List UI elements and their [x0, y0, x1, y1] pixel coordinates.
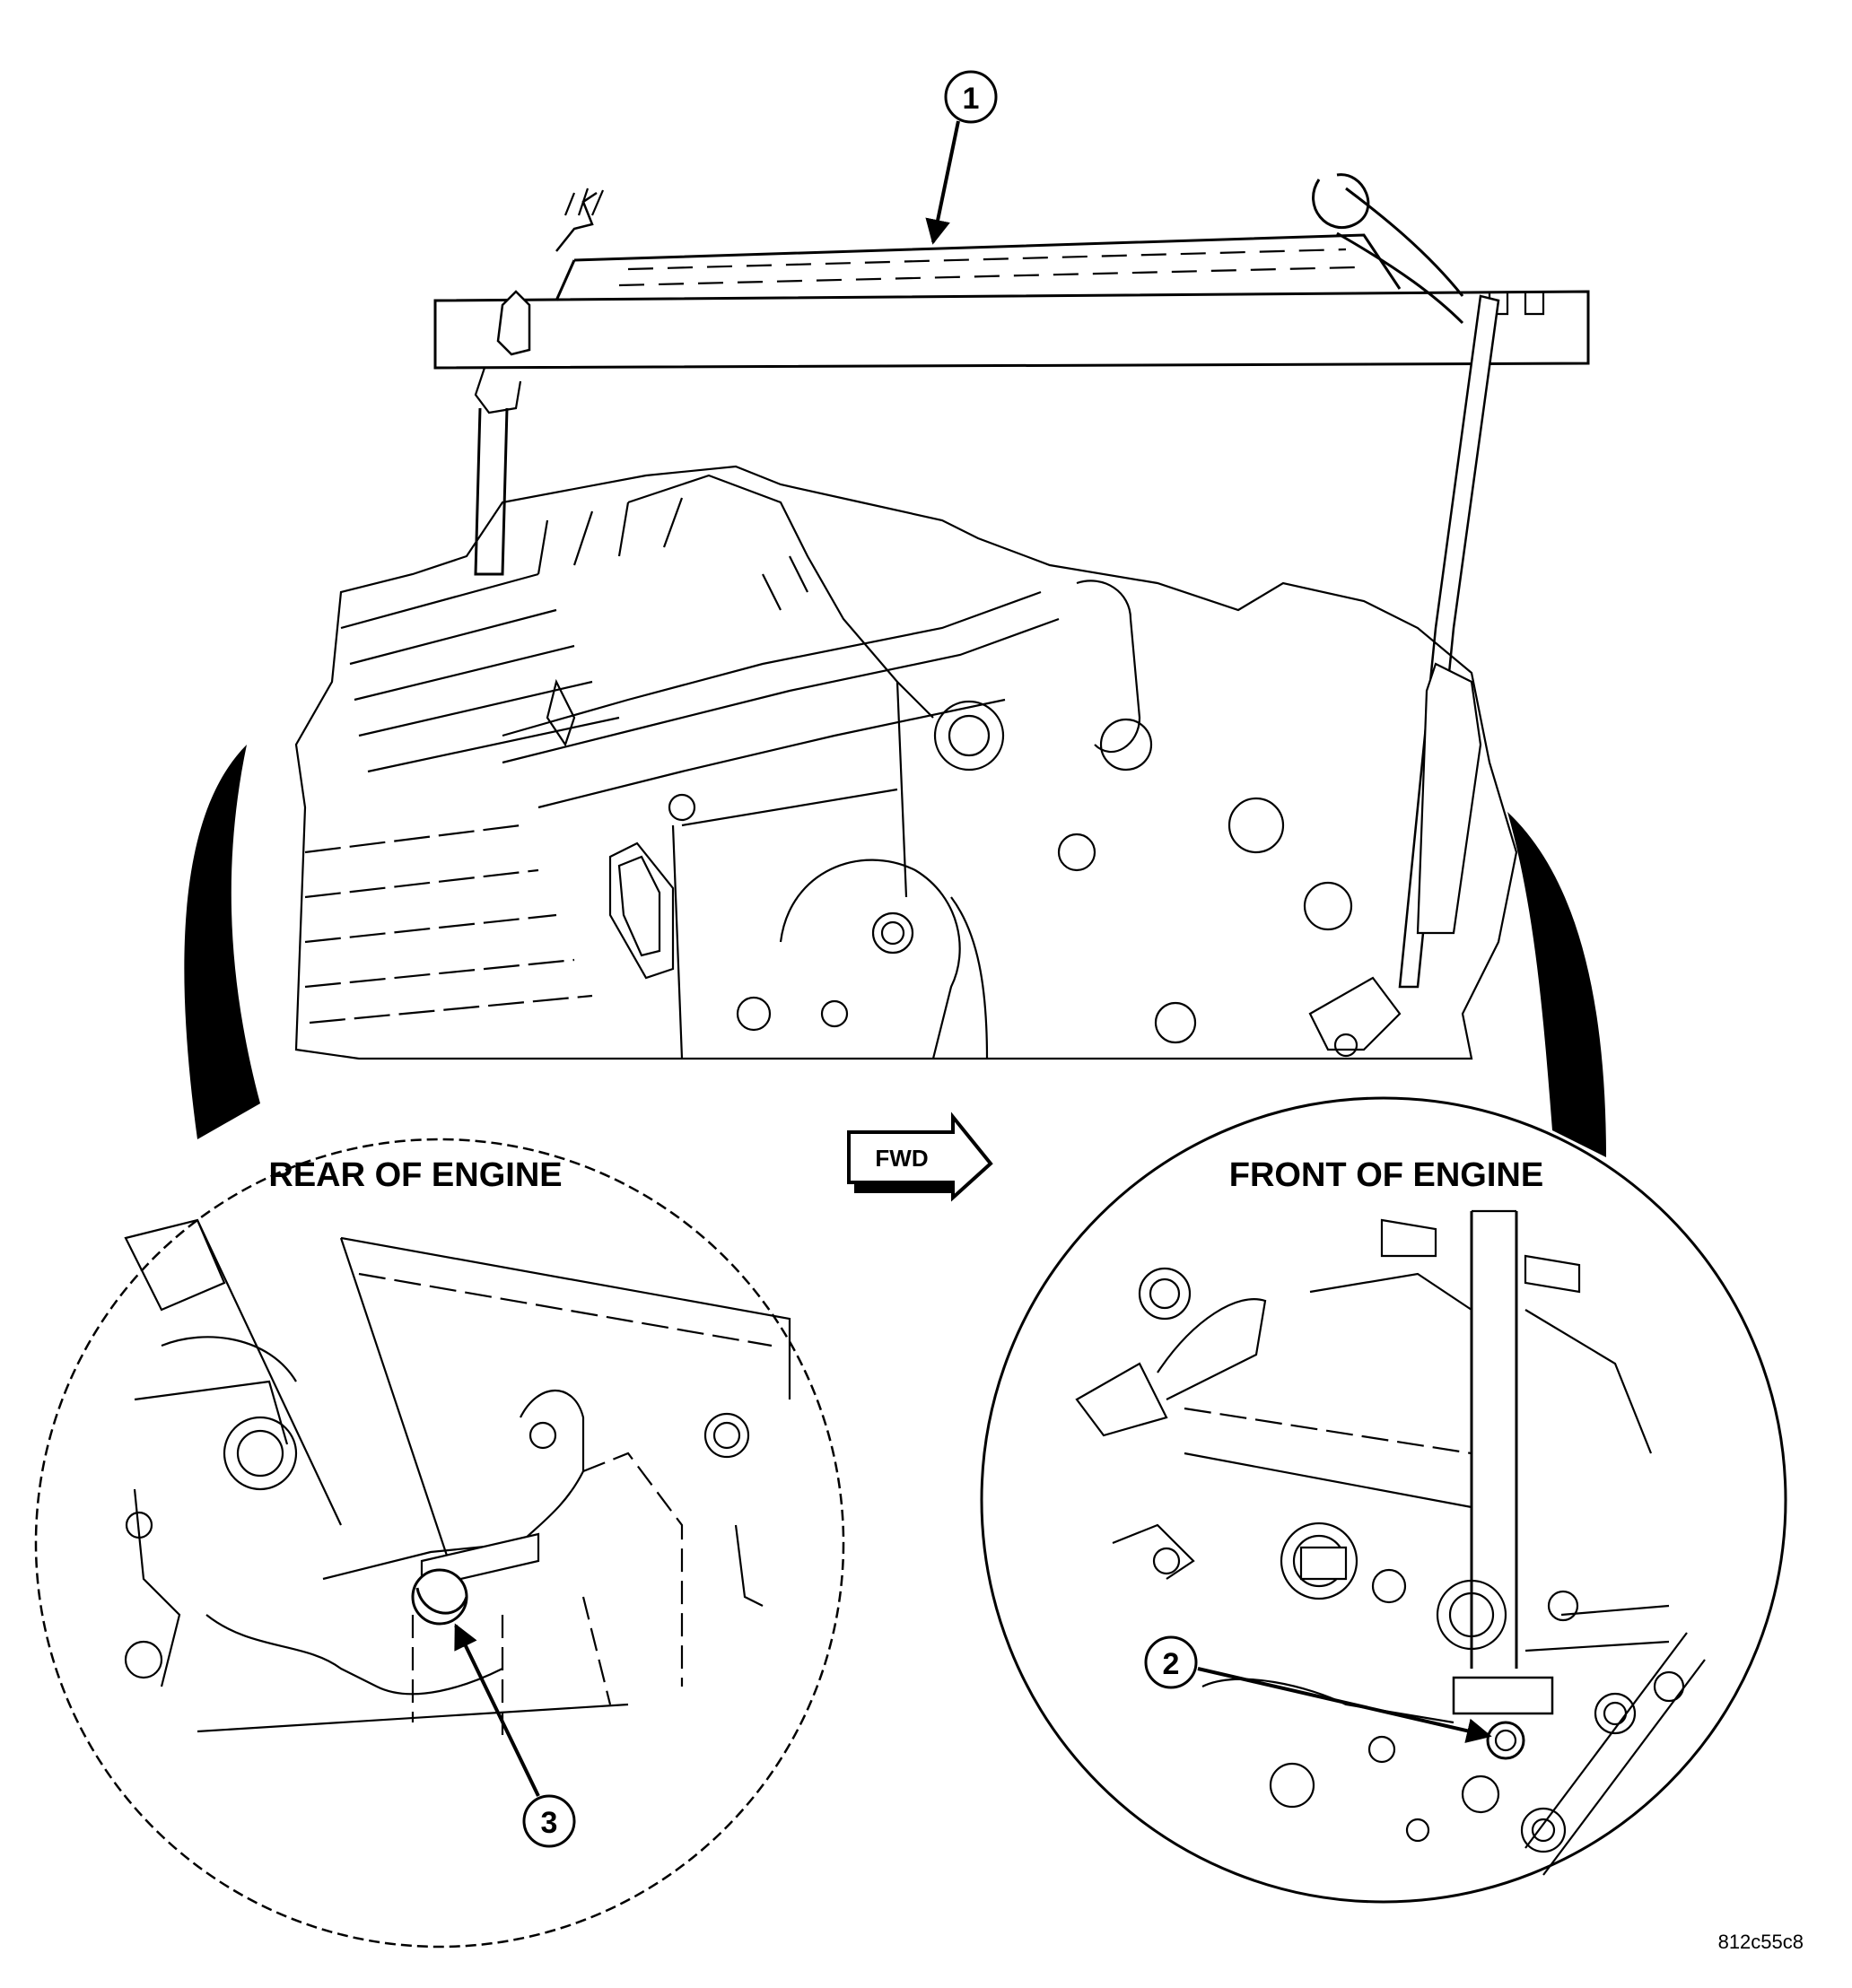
- rear-of-engine-label: REAR OF ENGINE: [268, 1156, 562, 1194]
- right-chain-strap: [1312, 173, 1500, 989]
- callout-2: 2: [1144, 1635, 1492, 1743]
- callout-1-leader: [925, 120, 960, 245]
- callout-2-number: 2: [1163, 1647, 1180, 1681]
- callout-1-number: 1: [963, 82, 980, 116]
- callout-2-circle: [1144, 1635, 1198, 1689]
- rear-detail-circle: [34, 1138, 845, 1949]
- fwd-direction-arrow: FWD: [847, 1112, 993, 1202]
- callout-3-leader: [454, 1623, 540, 1797]
- figure-id: 812c55c8: [1718, 1931, 1804, 1953]
- callout-1-circle: [944, 70, 998, 124]
- fwd-label: FWD: [875, 1145, 928, 1172]
- callout-1: 1: [925, 70, 998, 245]
- callout-3-number: 3: [541, 1806, 558, 1840]
- front-detail-circle: [980, 1096, 1787, 1904]
- engine-illustration: [294, 173, 1590, 1060]
- callout-2-leader: [1197, 1667, 1492, 1743]
- callout-3: 3: [454, 1623, 576, 1848]
- front-of-engine-label: FRONT OF ENGINE: [1229, 1156, 1543, 1194]
- callout-3-circle: [522, 1794, 576, 1848]
- rear-detail-view: REAR OF ENGINE: [34, 1138, 845, 1949]
- left-swoosh: [184, 745, 260, 1139]
- left-chain-hook: [474, 187, 605, 576]
- lifting-fixture-bar: [433, 233, 1590, 370]
- front-detail-view: FRONT OF ENGINE: [980, 1096, 1787, 1904]
- right-swoosh: [1507, 812, 1606, 1157]
- front-bolt: [1486, 1721, 1525, 1760]
- cam-sensor-ring: [1280, 1522, 1358, 1600]
- engine-block: [294, 465, 1518, 1060]
